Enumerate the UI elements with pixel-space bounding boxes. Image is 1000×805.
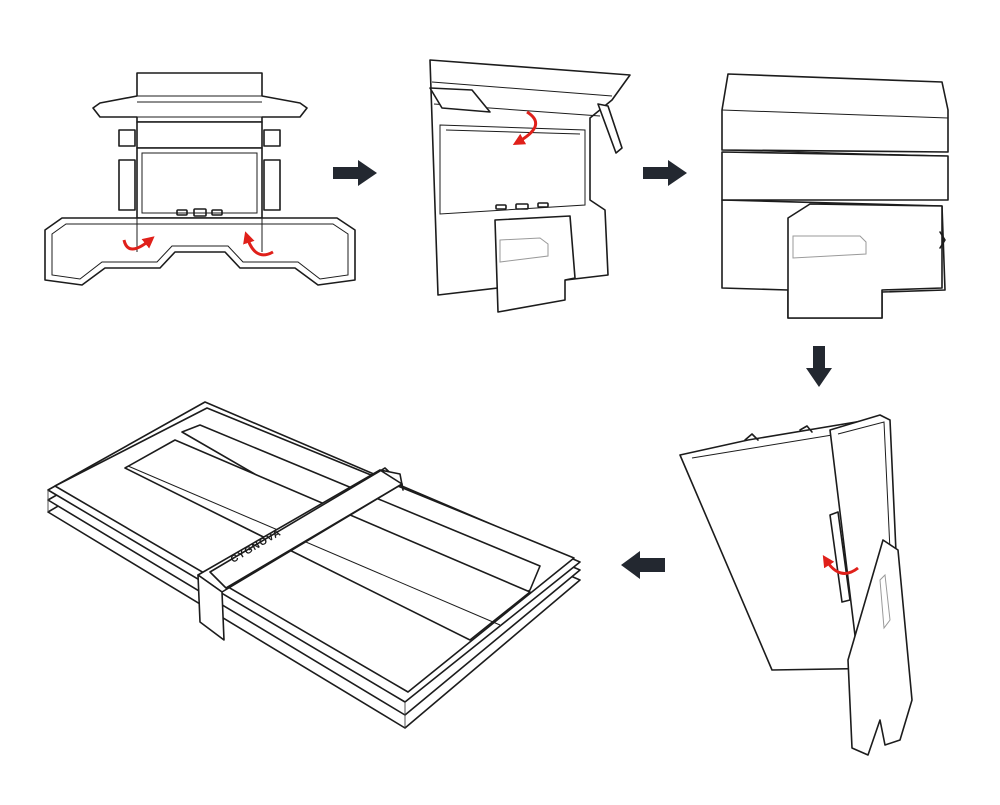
left-arrow-icon — [621, 551, 665, 579]
step-3-folded-top — [721, 73, 949, 319]
down-arrow-icon — [806, 346, 832, 387]
fold-hint-arrow-icon — [822, 554, 859, 575]
fold-hint-arrow-icon — [243, 231, 274, 257]
step-4-standing-fold — [679, 414, 913, 756]
fold-hint-arrow-icon — [122, 236, 155, 251]
step-5-finished-case: CYGNOVA — [47, 401, 581, 729]
step-1-unfolded-sheet — [44, 72, 356, 286]
right-arrow-icon — [333, 160, 377, 186]
step-2-folding-flaps — [429, 59, 631, 313]
right-arrow-icon — [643, 160, 687, 186]
fold-hint-arrow-icon — [512, 110, 538, 145]
